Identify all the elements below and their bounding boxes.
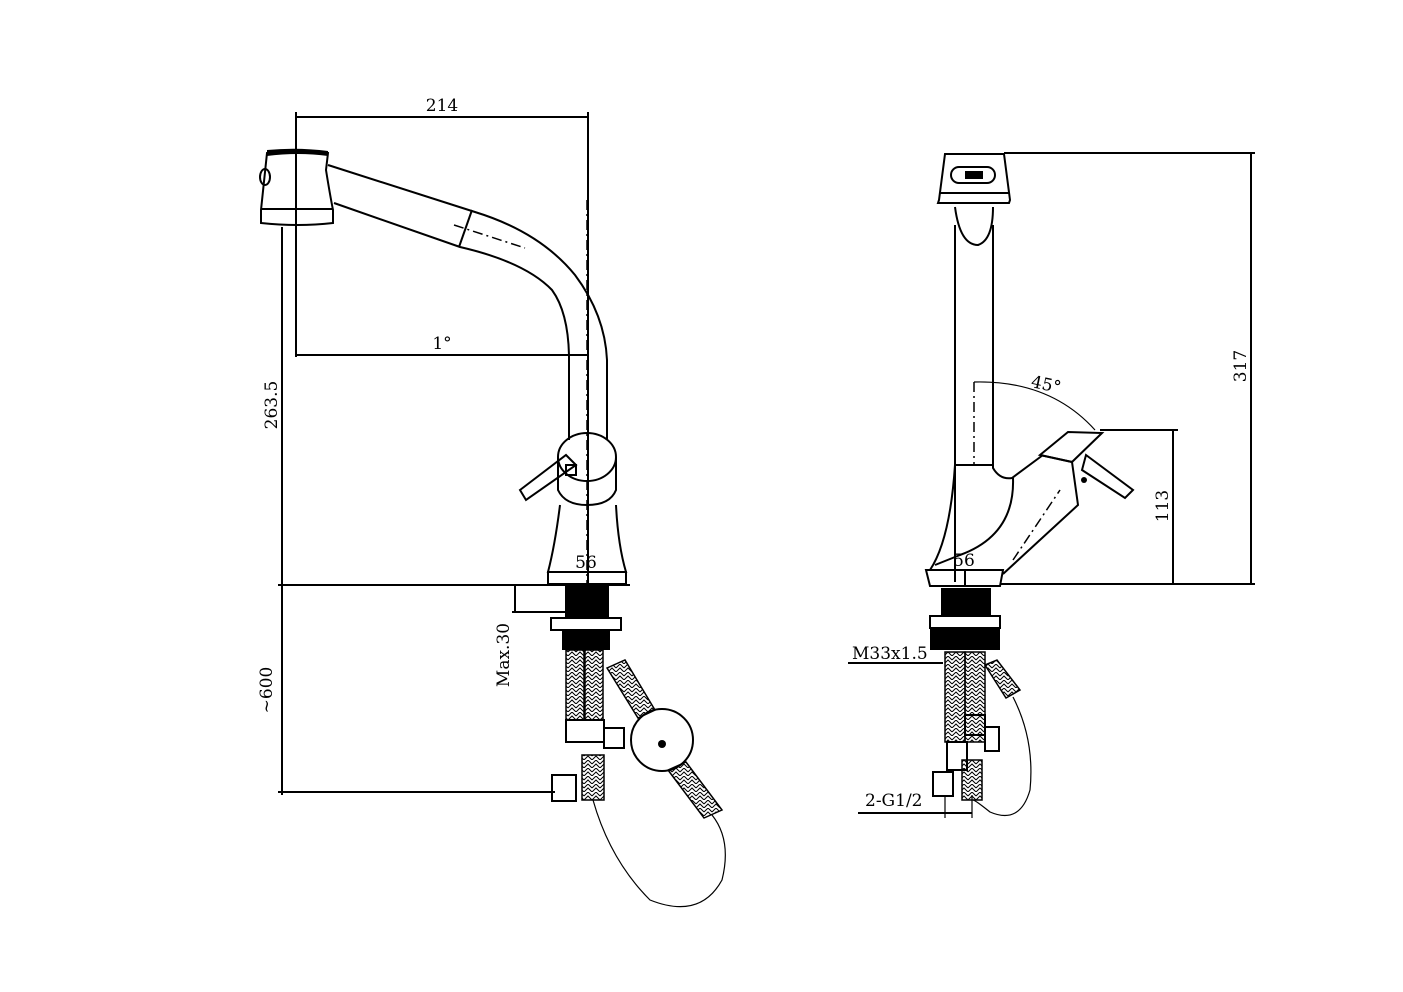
spout [327, 164, 608, 590]
side-view: 214 1° 263.5 [257, 96, 726, 908]
dimension-600: ~600 [257, 585, 555, 795]
dimension-g-half: 2-G1/2 [858, 791, 973, 818]
spray-head-front [936, 153, 1012, 247]
faucet-body: 56 [518, 432, 628, 585]
dimension-263-5: 263.5 [262, 227, 630, 590]
dimension-113: 113 [1100, 429, 1178, 584]
dimension-angle-1: 1° [296, 334, 588, 356]
handle-front [1002, 430, 1135, 575]
base-front: 56 [924, 551, 1255, 587]
dimension-label-base-front: 56 [953, 551, 975, 571]
dimension-label-thread: M33x1.5 [852, 644, 928, 664]
front-view: 45° 56 317 113 [848, 152, 1255, 818]
dimension-label-total-height: 317 [1231, 350, 1251, 382]
dimension-label-height: 263.5 [262, 381, 282, 430]
supply-hoses [551, 649, 726, 908]
dimension-label-handle-height: 113 [1153, 490, 1173, 522]
supply-hoses-front [932, 651, 1032, 817]
dimension-label-base: 56 [575, 553, 597, 573]
spray-head [259, 148, 334, 226]
dimension-label-handle-angle: 45° [1029, 372, 1063, 398]
dimension-label-spout-angle: 1° [432, 334, 451, 354]
spout-front: 45° [929, 225, 1096, 582]
mounting-shank: Max.30 [494, 585, 622, 687]
mounting-shank-front: M33x1.5 [848, 588, 1001, 664]
dimension-317: 317 [1004, 152, 1255, 584]
dimension-label-width: 214 [426, 96, 458, 116]
dimension-label-max-thickness: Max.30 [494, 623, 514, 687]
dimension-label-connection: 2-G1/2 [865, 791, 923, 811]
dimension-label-hose-length: ~600 [257, 667, 277, 714]
